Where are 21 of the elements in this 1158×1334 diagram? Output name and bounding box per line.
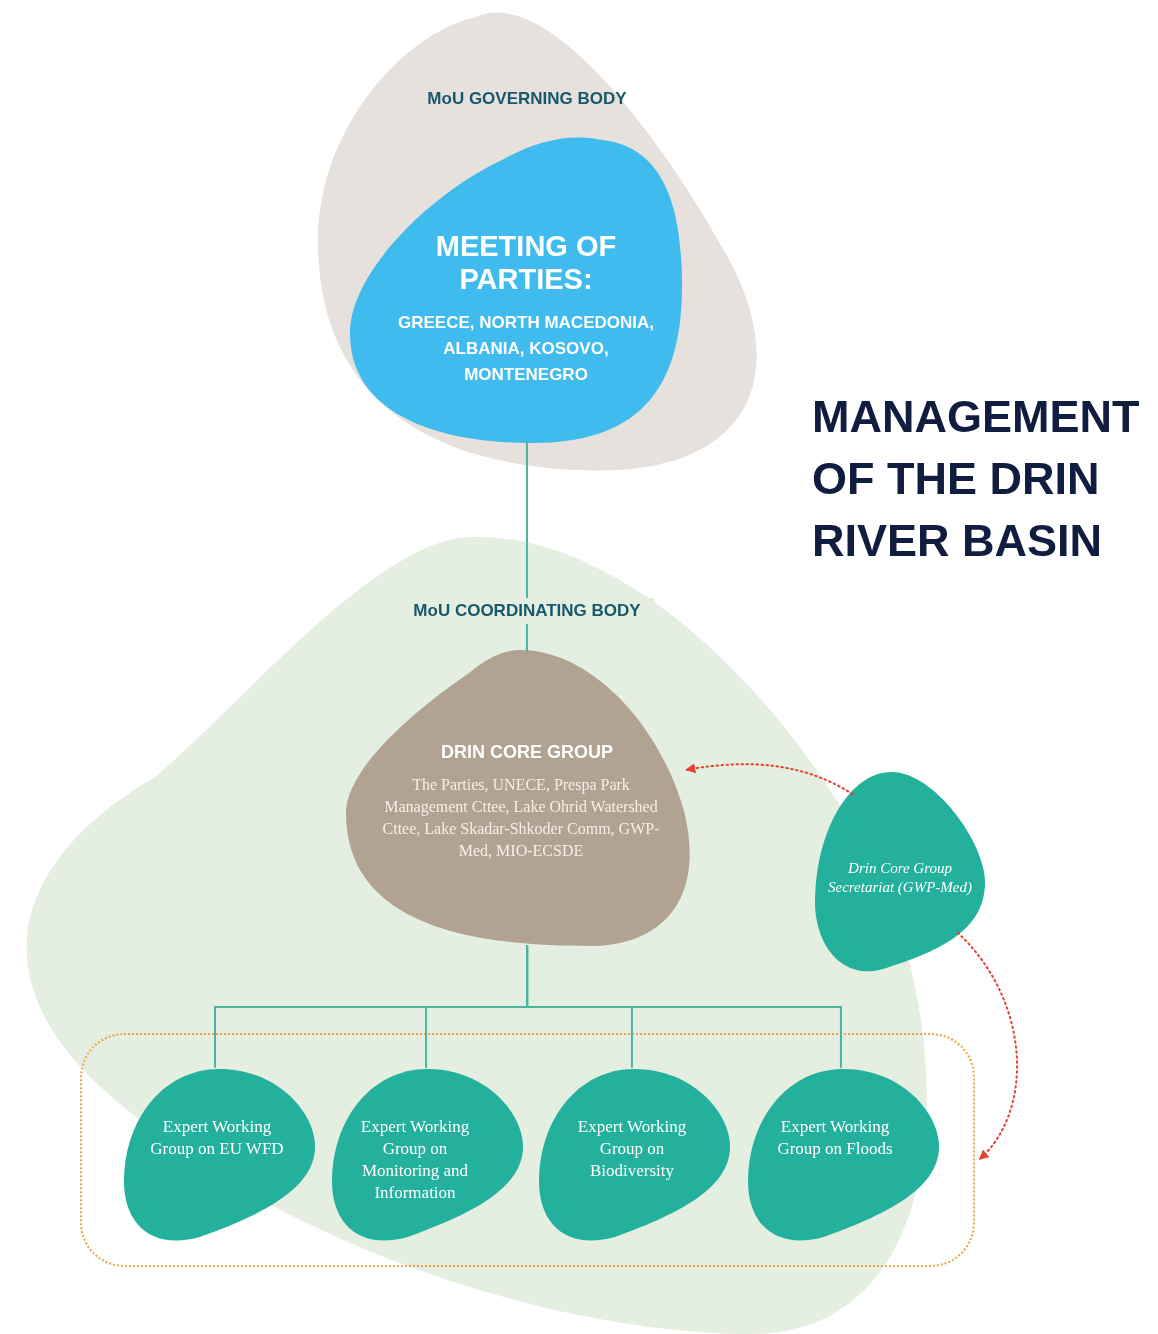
dotted-group-frame bbox=[80, 1033, 975, 1267]
working-group-blob bbox=[332, 1069, 523, 1242]
diagram-title: MANAGEMENT OF THE DRIN RIVER BASIN bbox=[812, 390, 1141, 568]
group-label: Expert Working Group on Biodiversity bbox=[576, 1116, 688, 1182]
working-group-blob bbox=[539, 1069, 730, 1242]
member-list: GREECE, NORTH MACEDONIA, ALBANIA, KOSOVO, MONTENEGRO bbox=[380, 310, 672, 388]
group-label: Expert Working Group on EU WFD bbox=[149, 1116, 285, 1160]
working-group-blob bbox=[124, 1069, 315, 1242]
member-list: The Parties, UNECE, Prespa Park Management Cttee, Lake Ohrid Watershed Cttee, Lake Skadar-Shkoder Comm, GWP-Med, MIO-ECSDE bbox=[372, 774, 670, 862]
working-group-blob bbox=[748, 1069, 939, 1242]
group-label: Expert Working Group on Monitoring and Information bbox=[359, 1116, 471, 1204]
dotted-arrow bbox=[956, 931, 1018, 1161]
meeting-heading: MEETING OF PARTIES: bbox=[434, 230, 618, 296]
secretariat-label: Drin Core Group Secretariat (GWP-Med) bbox=[827, 859, 973, 897]
group-label: Expert Working Group on Floods bbox=[776, 1116, 894, 1160]
secretariat-blob bbox=[815, 772, 985, 973]
connector-line bbox=[526, 945, 842, 1068]
dotted-arrow bbox=[685, 763, 854, 796]
body-heading: MoU GOVERNING BODY bbox=[426, 88, 628, 110]
core-group-heading: DRIN CORE GROUP bbox=[440, 741, 614, 764]
connector-line bbox=[525, 442, 528, 652]
